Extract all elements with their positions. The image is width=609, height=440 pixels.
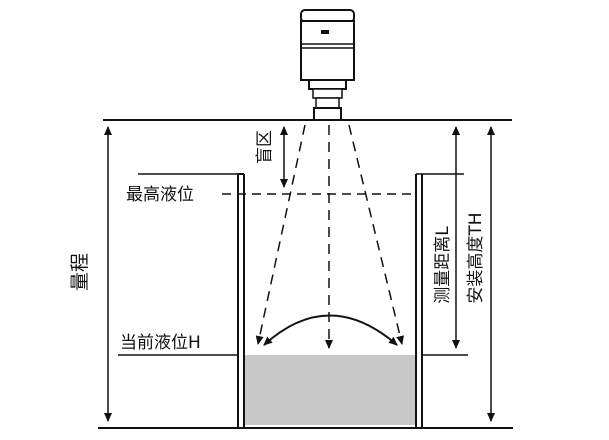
max-level-label: 最高液位: [126, 185, 194, 205]
current-level-label: 当前液位H: [120, 333, 201, 353]
distance-label: 测量距离L: [433, 226, 453, 304]
range-label: 量程: [69, 253, 91, 291]
beam-arc: [263, 314, 398, 346]
install-height-label: 安装高度TH: [466, 212, 486, 303]
radar-sensor-icon: [300, 9, 355, 121]
radar-beam: [255, 124, 405, 349]
liquid: [245, 355, 415, 425]
blind-zone-label: 盲区: [255, 130, 275, 164]
